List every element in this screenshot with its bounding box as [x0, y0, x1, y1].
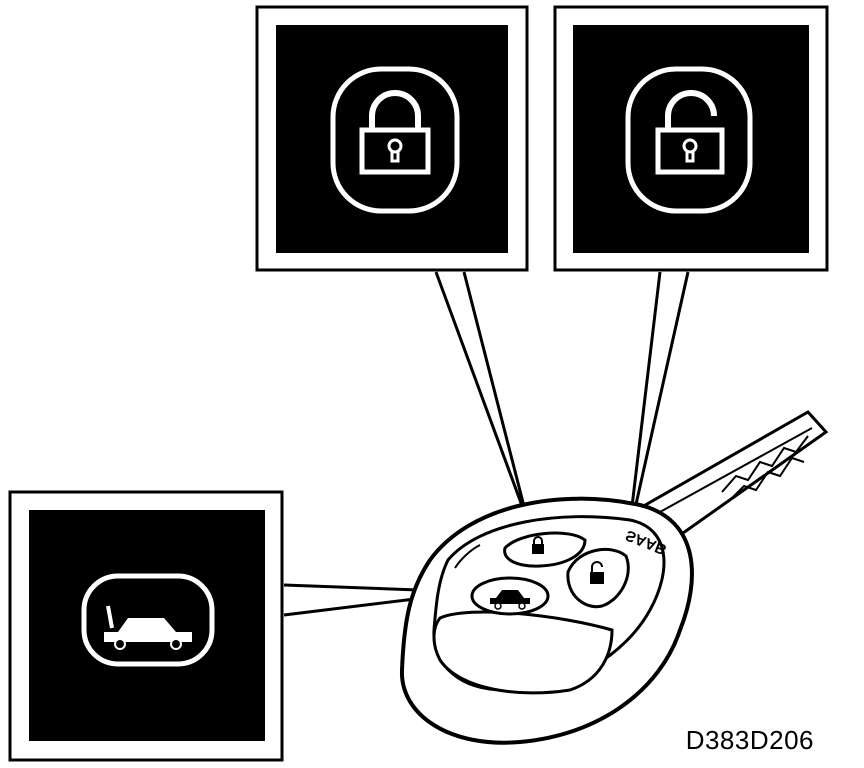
- unlock-callout: [553, 5, 829, 272]
- lock-icon: [330, 66, 460, 214]
- leader-lines: [283, 271, 690, 617]
- figure-reference-code: D383D206: [685, 725, 814, 755]
- trunk-callout: [8, 490, 284, 762]
- lock-leader-line: [434, 271, 530, 523]
- fob-grip-pad: [432, 610, 614, 695]
- fob-lock-button[interactable]: [503, 531, 587, 568]
- unlock-icon: [625, 66, 753, 214]
- key-blade: [637, 410, 829, 540]
- fob-unlock-button[interactable]: [566, 547, 630, 609]
- trunk-open-icon: [81, 573, 215, 667]
- fob-trunk-button[interactable]: [470, 576, 550, 616]
- lock-callout: [255, 5, 529, 272]
